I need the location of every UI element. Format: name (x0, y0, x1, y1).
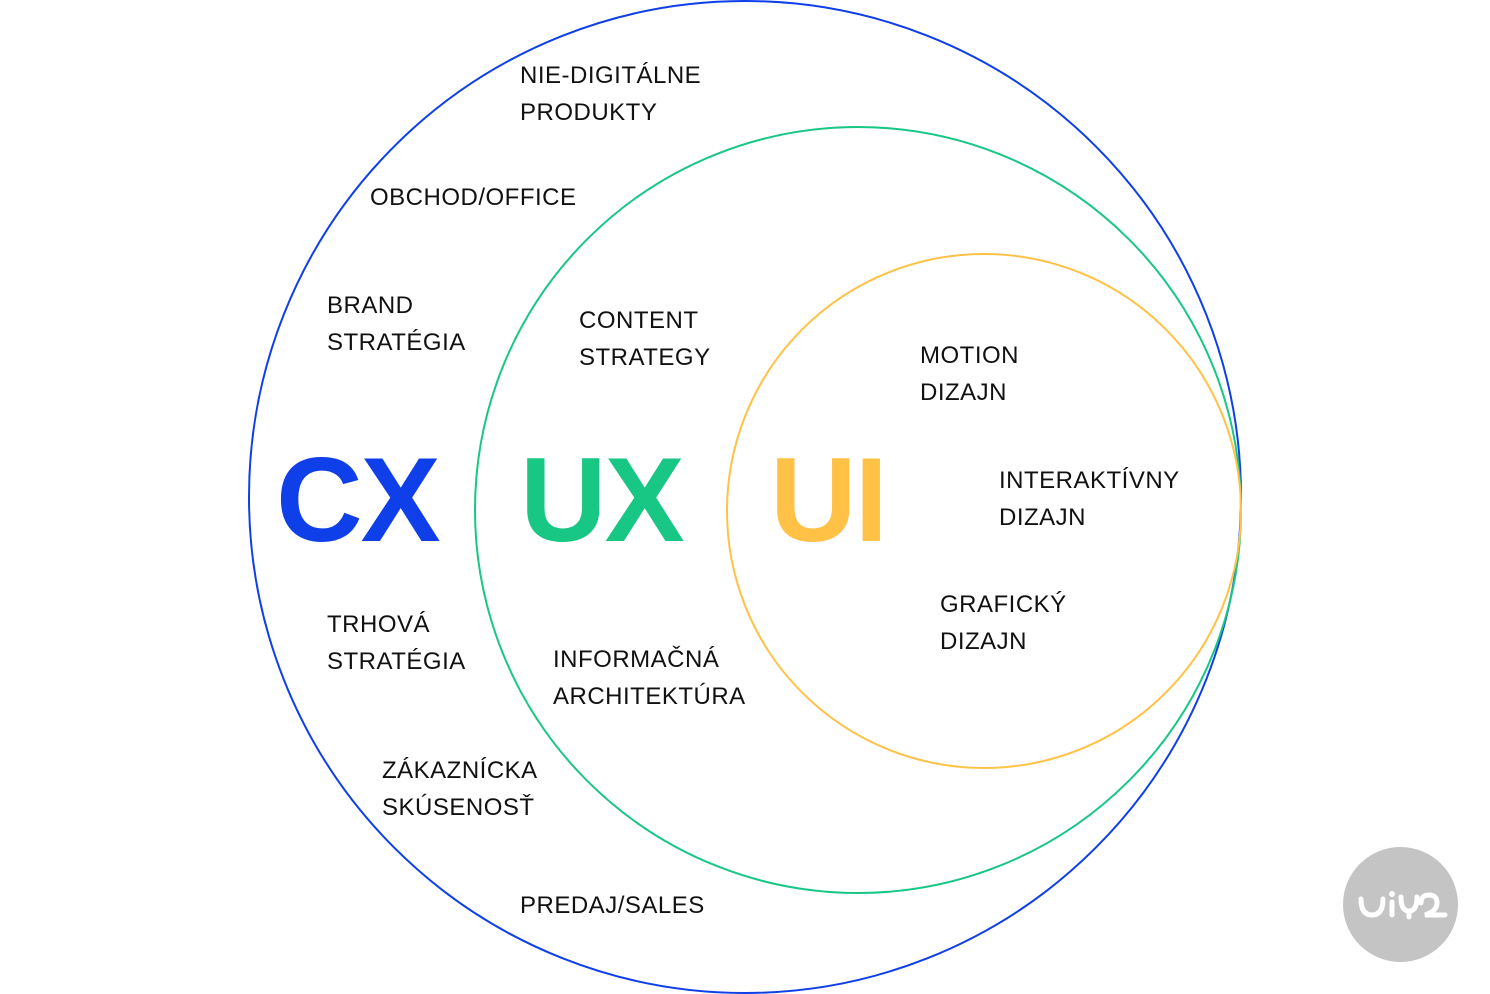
label-line: STRATEGY (579, 344, 711, 371)
label-business-office: OBCHOD/OFFICE (370, 179, 577, 216)
label-line: MOTION (920, 342, 1019, 369)
cx-title: CX (276, 433, 441, 567)
label-line: STRATÉGIA (327, 329, 466, 356)
label-non-digital-products: NIE-DIGITÁLNE PRODUKTY (520, 57, 701, 131)
label-brand-strategy: BRAND STRATÉGIA (327, 287, 466, 361)
label-line: ARCHITEKTÚRA (553, 683, 746, 710)
label-sales: PREDAJ/SALES (520, 887, 705, 924)
label-line: INTERAKTÍVNY (999, 467, 1180, 494)
label-line: NIE-DIGITÁLNE (520, 62, 702, 89)
label-line: BRAND (327, 292, 414, 319)
label-customer-experience: ZÁKAZNÍCKA SKÚSENOSŤ (382, 752, 538, 826)
label-line: GRAFICKÝ (940, 591, 1067, 618)
ui-circle (726, 253, 1242, 769)
label-market-strategy: TRHOVÁ STRATÉGIA (327, 606, 466, 680)
logo-mark-icon (1358, 891, 1448, 920)
label-line: ZÁKAZNÍCKA (382, 757, 538, 784)
label-line: PRODUKTY (520, 99, 658, 126)
ui42-logo (1343, 847, 1458, 962)
label-line: STRATÉGIA (327, 648, 466, 675)
label-graphic-design: GRAFICKÝ DIZAJN (940, 586, 1067, 660)
label-line: CONTENT (579, 307, 699, 334)
label-line: DIZAJN (999, 504, 1086, 531)
label-interactive-design: INTERAKTÍVNY DIZAJN (999, 462, 1180, 536)
ux-title: UX (520, 433, 685, 567)
label-line: DIZAJN (940, 628, 1027, 655)
label-line: OBCHOD/OFFICE (370, 184, 577, 211)
label-line: DIZAJN (920, 379, 1007, 406)
label-information-architecture: INFORMAČNÁ ARCHITEKTÚRA (553, 641, 746, 715)
ui-title: UI (770, 433, 888, 567)
label-line: INFORMAČNÁ (553, 646, 720, 673)
label-line: TRHOVÁ (327, 611, 431, 638)
label-line: PREDAJ/SALES (520, 892, 705, 919)
label-motion-design: MOTION DIZAJN (920, 337, 1019, 411)
label-line: SKÚSENOSŤ (382, 794, 535, 821)
label-content-strategy: CONTENT STRATEGY (579, 302, 711, 376)
